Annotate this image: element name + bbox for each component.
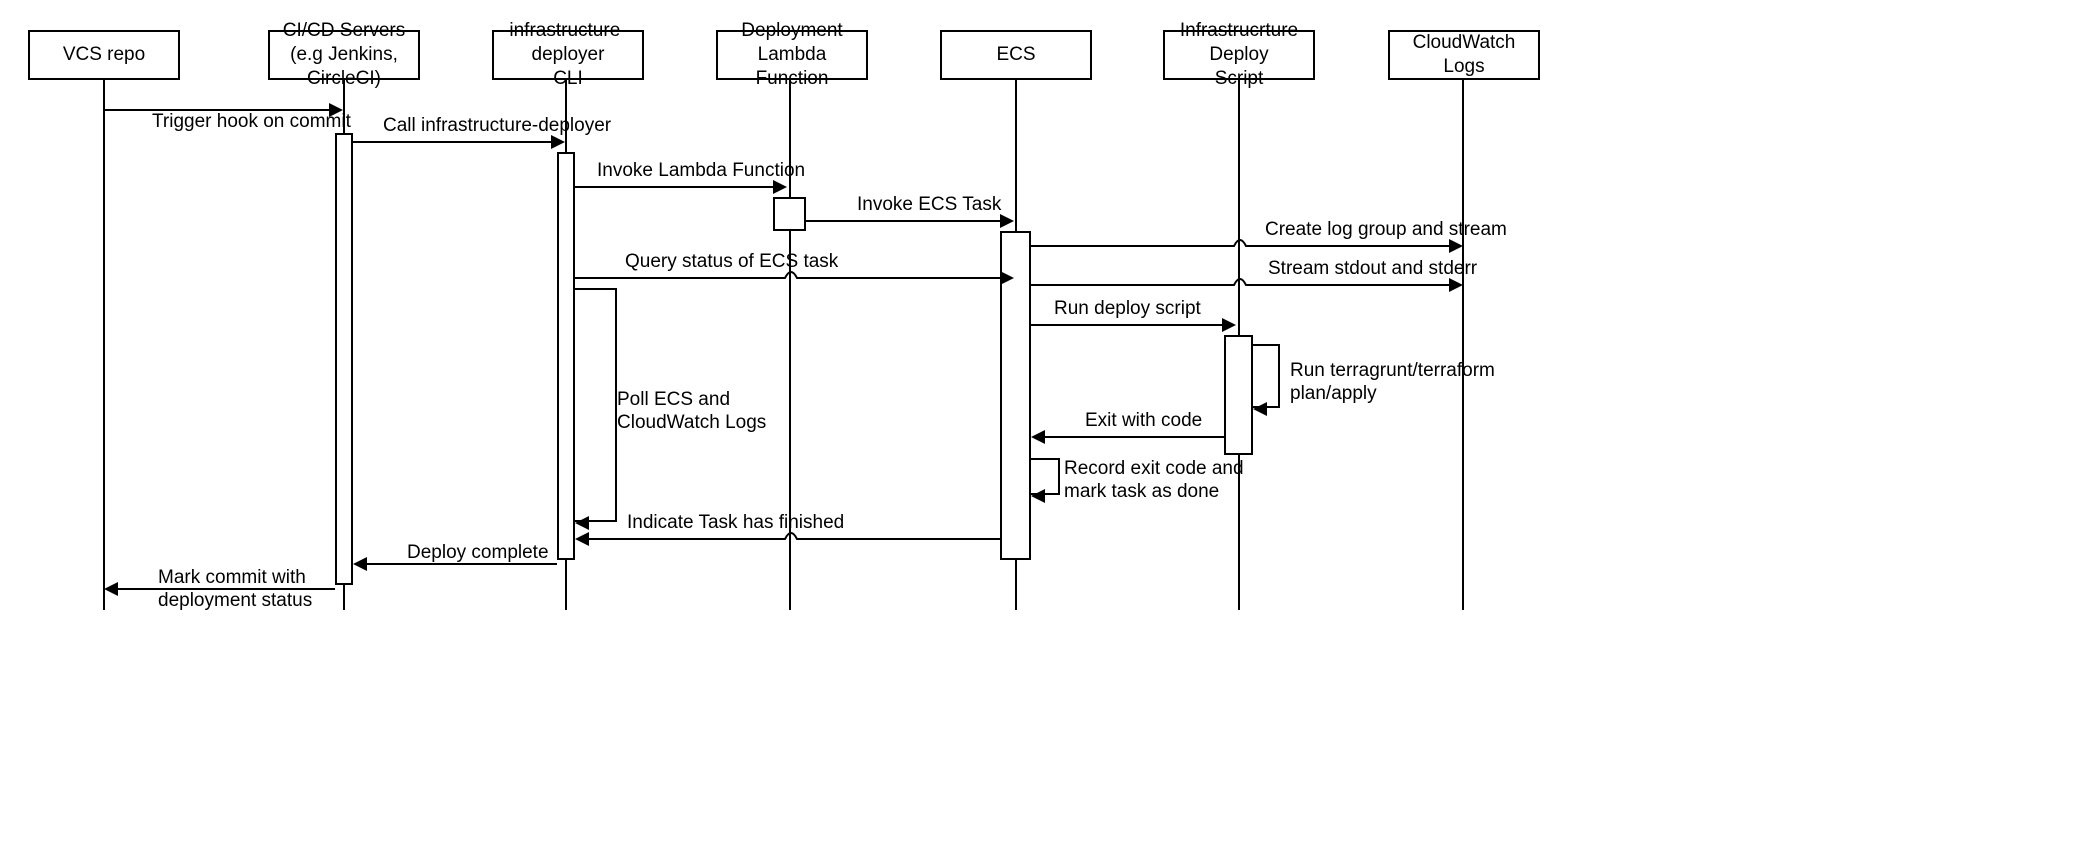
arrowhead-trigger-hook [329,103,343,117]
line-hop-stream-stdout [1231,272,1249,286]
lifeline-vcs [103,80,105,610]
message-line-invoke-lambda [575,186,773,188]
message-line-invoke-ecs [806,220,1002,222]
participant-box-script[interactable]: Infrastrucrture Deploy Script [1163,20,1315,89]
arrowhead-run-terragrunt [1253,402,1267,416]
participant-box-vcs[interactable]: VCS repo [28,30,180,80]
participant-box-lambda[interactable]: Deployment Lambda Function [716,20,868,89]
activation-cli [557,152,575,560]
arrowhead-task-finished [575,532,589,546]
message-label-stream-stdout: Stream stdout and stderr [1268,258,1478,279]
participant-label-ecs: ECS [996,44,1036,66]
participant-box-logs[interactable]: CloudWatch Logs [1388,30,1540,80]
arrowhead-deploy-complete [353,557,367,571]
message-line-exit-with-code [1045,436,1224,438]
message-line-task-finished-b [589,538,782,540]
line-hop-create-log-group [1231,233,1249,247]
arrowhead-record-exit-code [1031,489,1045,503]
message-line-deploy-complete [367,563,557,565]
arrowhead-call-deployer [551,135,565,149]
line-hop-query-status [782,265,800,279]
message-line-query-status-b [800,277,1000,279]
arrowhead-exit-with-code [1031,430,1045,444]
arrowhead-run-deploy-script [1222,318,1236,332]
selfcall-poll-ecs [575,288,617,522]
message-label-poll-ecs: Poll ECS and CloudWatch Logs [617,389,767,434]
message-label-run-terragrunt: Run terragrunt/terraform plan/apply [1290,360,1495,405]
arrowhead-create-log-group [1449,239,1463,253]
message-line-stream-stdout-a [1031,284,1231,286]
arrowhead-invoke-lambda [773,180,787,194]
message-label-query-status: Query status of ECS task [625,251,839,272]
participant-label-logs: CloudWatch Logs [1412,32,1516,77]
selfcall-run-terragrunt [1253,344,1280,408]
message-label-record-exit-code: Record exit code and mark task as done [1064,458,1244,503]
activation-script [1224,335,1253,455]
participant-label-script: Infrastrucrture Deploy Script [1179,20,1299,89]
participant-box-cicd[interactable]: CI/CD Servers (e.g Jenkins, CircleCI) [268,20,420,89]
participant-label-lambda: Deployment Lambda Function [741,20,843,89]
activation-cicd [335,133,353,585]
message-line-run-deploy-script [1031,324,1223,326]
line-hop-task-finished [782,526,800,540]
message-line-mark-commit [118,588,335,590]
arrowhead-query-status [1000,271,1014,285]
activation-lambda [773,197,806,231]
participant-label-cli: infrastructure-deployer CLI [509,20,627,89]
message-line-create-log-group-a [1031,245,1231,247]
message-label-create-log-group: Create log group and stream [1265,219,1507,240]
message-line-trigger-hook [104,109,332,111]
participant-box-cli[interactable]: infrastructure-deployer CLI [492,20,644,89]
message-label-mark-commit: Mark commit with deployment status [158,567,313,612]
message-label-invoke-lambda: Invoke Lambda Function [597,160,806,181]
message-label-invoke-ecs: Invoke ECS Task [857,194,1002,215]
selfcall-record-exit-code [1031,458,1060,495]
message-line-call-deployer [353,141,551,143]
message-label-exit-with-code: Exit with code [1085,410,1203,431]
message-label-trigger-hook: Trigger hook on commit [152,111,351,132]
arrowhead-stream-stdout [1449,278,1463,292]
message-label-run-deploy-script: Run deploy script [1054,298,1201,319]
participant-label-vcs: VCS repo [62,44,146,66]
arrowhead-invoke-ecs [1000,214,1014,228]
message-line-query-status-a [575,277,782,279]
participant-label-cicd: CI/CD Servers (e.g Jenkins, CircleCI) [282,20,406,89]
message-label-task-finished: Indicate Task has finished [627,512,845,533]
message-label-call-deployer: Call infrastructure-deployer [383,115,612,136]
lifeline-lambda [789,80,791,610]
participant-box-ecs[interactable]: ECS [940,30,1092,80]
lifeline-logs [1462,80,1464,610]
activation-ecs [1000,231,1031,560]
arrowhead-mark-commit [104,582,118,596]
message-label-deploy-complete: Deploy complete [407,542,549,563]
message-line-stream-stdout-b [1249,284,1449,286]
arrowhead-poll-ecs [575,516,589,530]
message-line-create-log-group-b [1249,245,1449,247]
message-line-task-finished-a [800,538,1000,540]
